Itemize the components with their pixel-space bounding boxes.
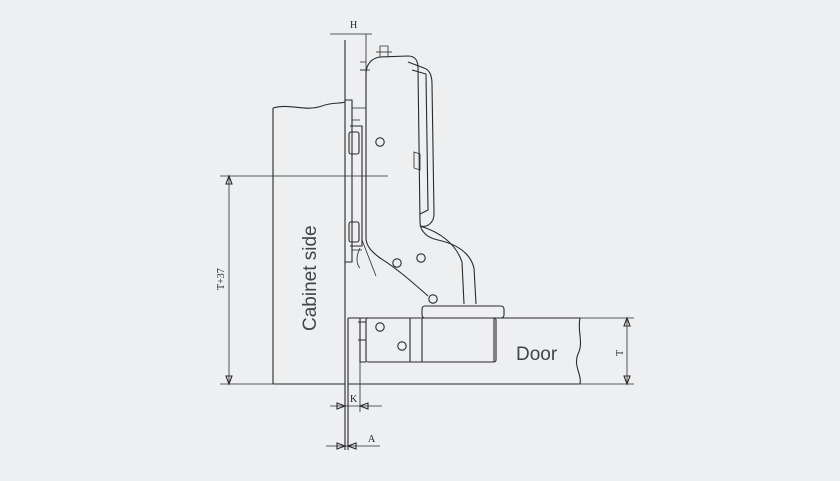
dimension-k: K <box>330 362 382 412</box>
door-panel <box>347 317 582 450</box>
cabinet-side-panel <box>272 40 346 450</box>
dimension-h: H <box>330 20 372 72</box>
cabinet-side-label: Cabinet side <box>300 225 321 331</box>
dimension-a: A <box>326 434 380 450</box>
dim-k-label: K <box>350 394 358 405</box>
dim-a-label: A <box>368 434 376 445</box>
hinge-arm <box>356 45 477 305</box>
dim-t-label: T <box>615 350 626 356</box>
dim-t37-label: T+37 <box>216 268 227 290</box>
hinge-cup <box>358 305 505 363</box>
door-label: Door <box>516 344 558 365</box>
dim-h-label: H <box>350 20 357 31</box>
dimension-t37: T+37 <box>216 174 388 386</box>
dimension-t: T <box>580 316 634 386</box>
mounting-plate <box>345 99 366 263</box>
